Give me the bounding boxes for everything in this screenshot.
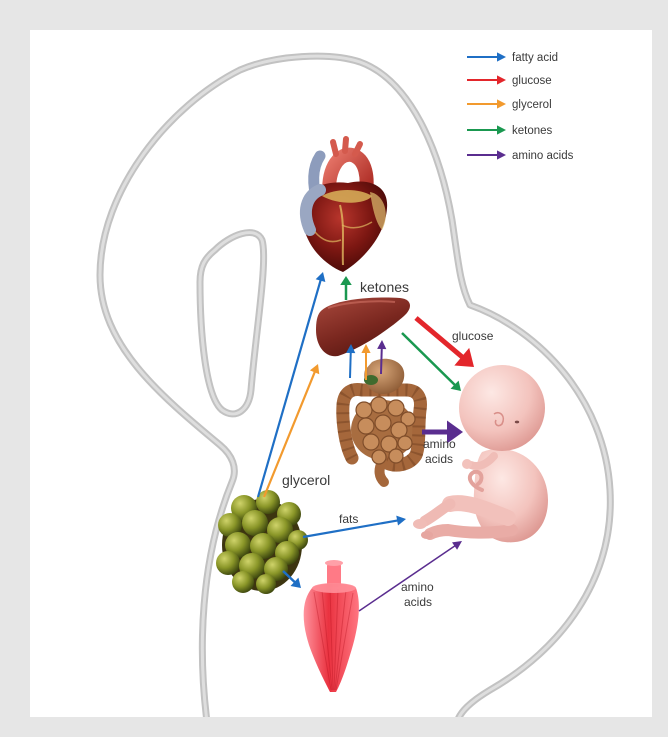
fetus-foot <box>413 519 427 529</box>
coil <box>371 397 387 413</box>
fat-cell <box>232 571 254 593</box>
coil <box>356 402 372 418</box>
coil <box>363 434 379 450</box>
fetus-leg-back <box>430 530 512 534</box>
label-amino-acids-muscle-line2: acids <box>404 595 432 609</box>
coil <box>372 450 386 464</box>
legend-label-fatty-acid: fatty acid <box>512 52 558 64</box>
muscle-tendon-cap <box>325 560 343 566</box>
coil <box>389 449 403 463</box>
coil <box>358 418 374 434</box>
arrow-shaft <box>381 347 382 374</box>
fetus-head <box>459 365 545 451</box>
label-glucose: glucose <box>452 329 494 343</box>
label-amino-acids-gut-line2: acids <box>425 452 453 466</box>
fetus-eye <box>515 421 519 424</box>
label-fats: fats <box>339 512 358 526</box>
label-amino-acids-gut-line1: amino <box>423 437 456 451</box>
label-amino-acids-muscle-line1: amino <box>401 580 434 594</box>
legend-label-amino-acids: amino acids <box>512 150 574 162</box>
rectum <box>380 462 384 482</box>
coil <box>398 436 412 450</box>
coil <box>388 400 404 416</box>
fetus-foot-back <box>421 531 433 539</box>
coil <box>375 415 391 431</box>
muscle-rim <box>312 583 356 593</box>
legend-label-glycerol: glycerol <box>512 99 552 111</box>
fat-cell <box>216 551 240 575</box>
arrow-shaft <box>350 351 351 378</box>
fat-cell <box>242 510 268 536</box>
heart-aorta-branch-1 <box>333 142 336 154</box>
label-glycerol: glycerol <box>282 472 330 488</box>
heart-aorta-branch-2 <box>345 139 346 151</box>
fetus-hand <box>462 459 472 469</box>
legend-label-glucose: glucose <box>512 75 552 87</box>
fat-cell <box>256 574 276 594</box>
legend-label-ketones: ketones <box>512 125 553 137</box>
label-ketones: ketones <box>360 279 409 295</box>
